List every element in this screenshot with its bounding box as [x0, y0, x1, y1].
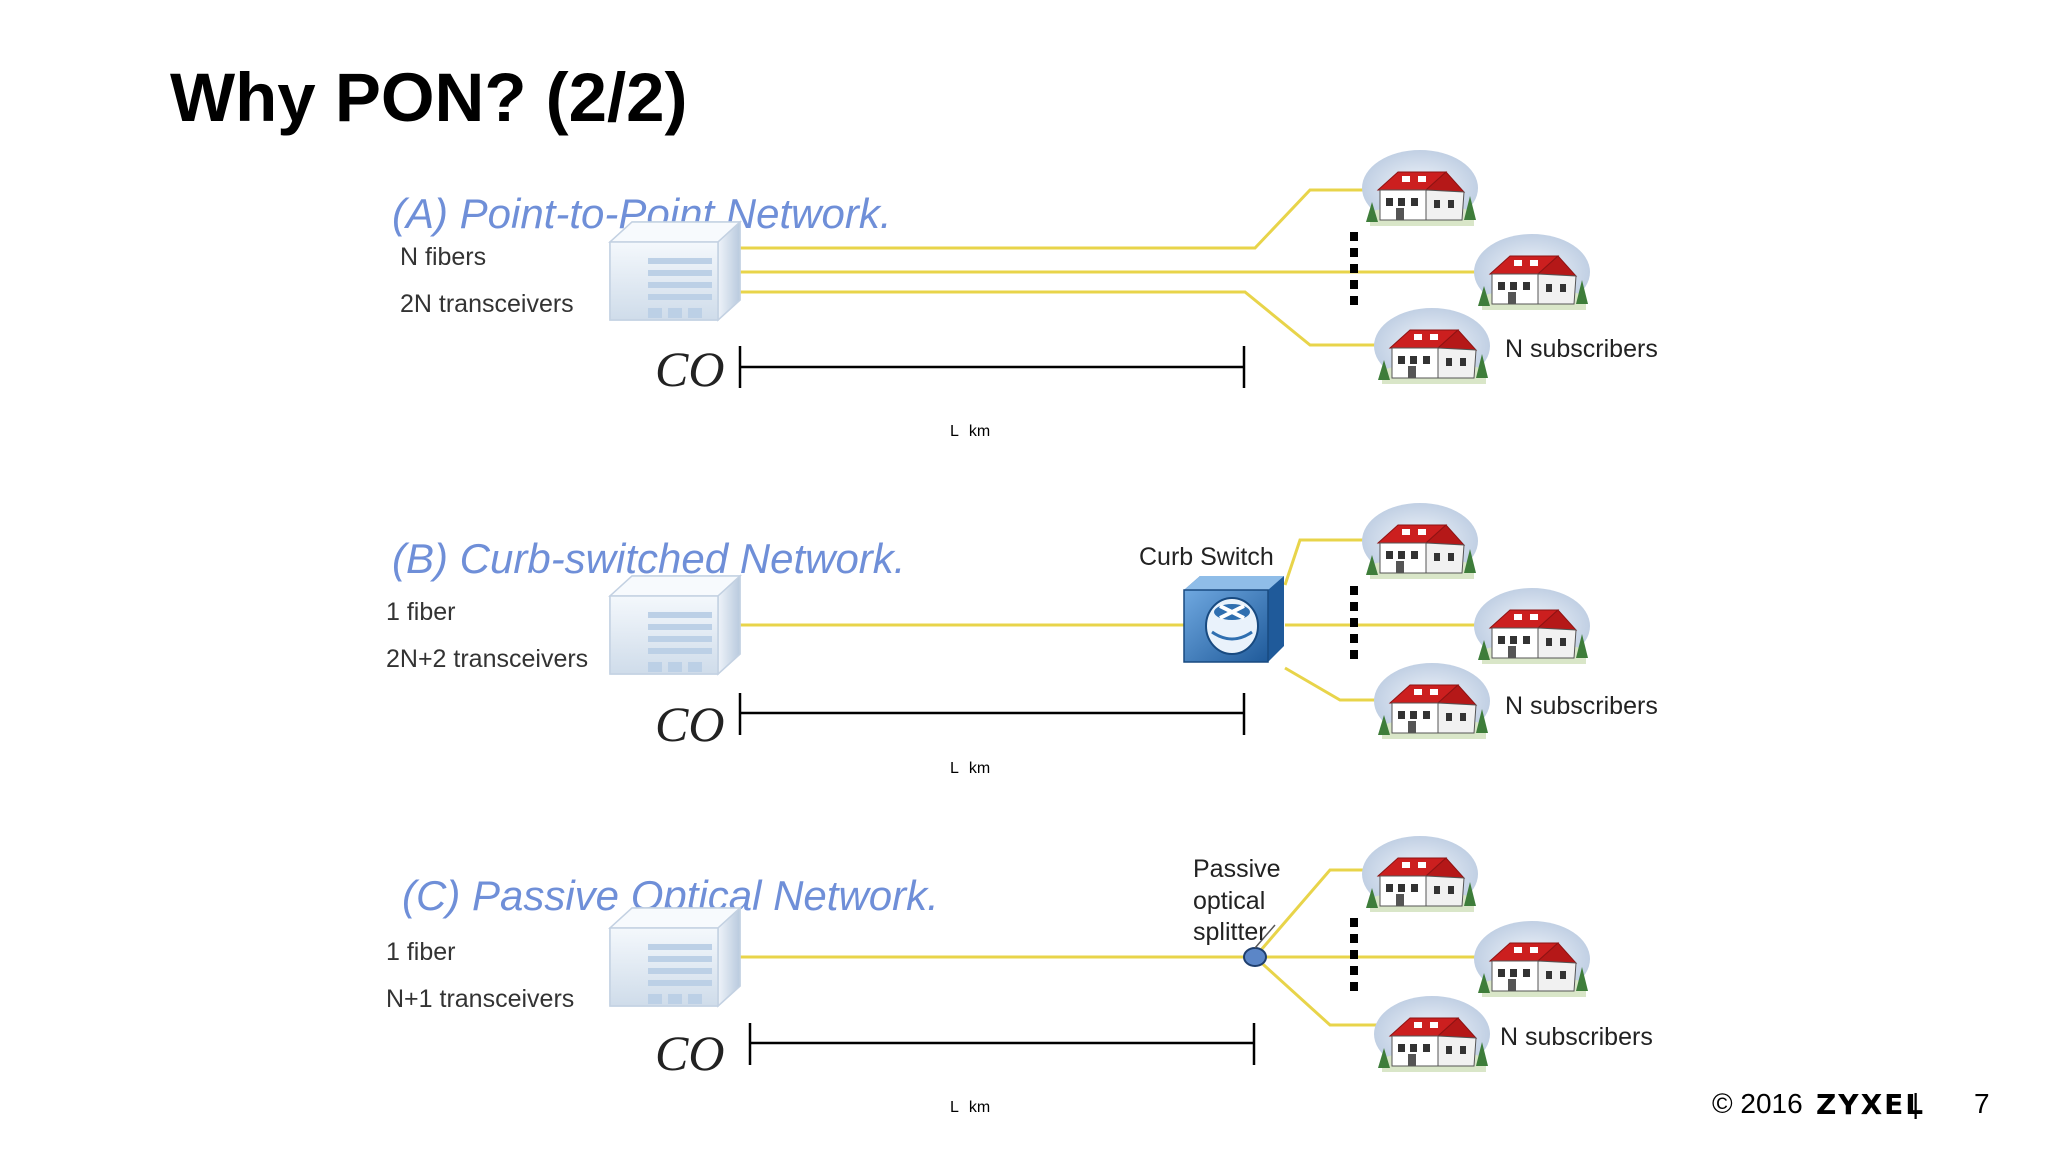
central-office-building-icon	[609, 221, 741, 321]
network-c-passive-optical: (C) Passive Optical Network. 1 fiber N+1…	[386, 835, 1653, 1116]
splitter-node-icon	[1243, 947, 1267, 967]
house-icon	[1473, 920, 1591, 998]
network-b-title: (B) Curb-switched Network.	[392, 535, 905, 582]
footer-separator: |	[1912, 1088, 1920, 1119]
house-icon	[1373, 307, 1491, 385]
vertical-dots-icon	[1350, 586, 1358, 659]
footer-brand-logo: ZYXEL	[1816, 1088, 1926, 1121]
network-b-distance-line	[738, 693, 1246, 735]
splitter-label: Passive optical splitter	[1193, 855, 1288, 946]
house-icon	[1361, 835, 1479, 913]
network-a-transceivers: 2N transceivers	[400, 290, 574, 318]
house-icon	[1361, 502, 1479, 580]
house-icon	[1473, 233, 1591, 311]
slide-title: Why PON? (2/2)	[170, 59, 688, 136]
footer-copyright: © 2016	[1712, 1088, 1803, 1119]
house-icon	[1361, 149, 1479, 227]
network-c-fibers	[740, 868, 1480, 1027]
curb-switch-label: Curb Switch	[1139, 543, 1274, 571]
network-b-fiber-count: 1 fiber	[386, 598, 455, 626]
house-icon	[1373, 995, 1491, 1073]
network-c-transceivers: N+1 transceivers	[386, 985, 574, 1013]
vertical-dots-icon	[1350, 918, 1358, 991]
network-c-co-label: CO	[655, 1025, 724, 1081]
network-b-co-label: CO	[655, 696, 724, 752]
network-b-curb-switched: (B) Curb-switched Network. 1 fiber 2N+2 …	[386, 502, 1658, 777]
central-office-building-icon	[609, 575, 741, 675]
network-a-distance-line	[738, 346, 1246, 388]
network-a-point-to-point: (A) Point-to-Point Network. N fibers 2N …	[392, 149, 1658, 440]
network-c-subscribers: N subscribers	[1500, 1023, 1653, 1051]
house-icon	[1473, 587, 1591, 665]
curb-switch-icon	[1183, 576, 1284, 663]
network-c-distance-line	[748, 1023, 1256, 1065]
network-b-fibers	[740, 538, 1480, 702]
network-a-subscribers: N subscribers	[1505, 335, 1658, 363]
page-number: 7	[1974, 1088, 1990, 1119]
vertical-dots-icon	[1350, 232, 1358, 305]
central-office-building-icon	[609, 907, 741, 1007]
network-b-transceivers: 2N+2 transceivers	[386, 645, 588, 673]
network-c-fiber-count: 1 fiber	[386, 938, 455, 966]
network-a-co-label: CO	[655, 341, 724, 397]
network-b-subscribers: N subscribers	[1505, 692, 1658, 720]
house-icon	[1373, 662, 1491, 740]
network-a-fiber-count: N fibers	[400, 243, 486, 271]
